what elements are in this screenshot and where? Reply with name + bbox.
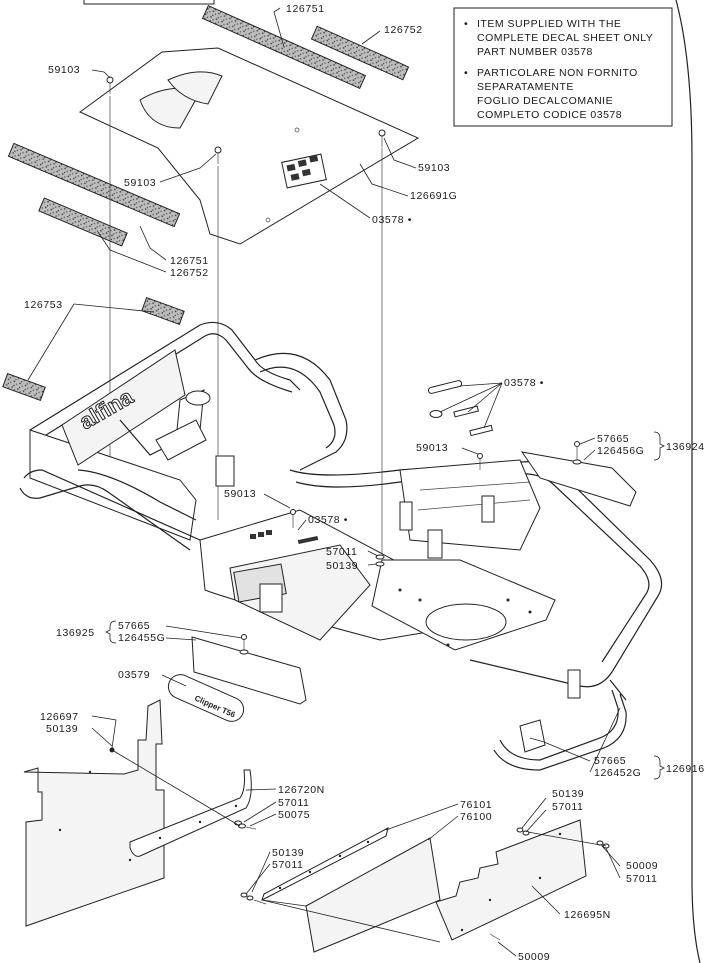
note-en-line2: COMPLETE DECAL SHEET ONLY	[477, 32, 653, 44]
label-50075: 50075	[278, 809, 310, 821]
label-59103-a: 59103	[48, 64, 80, 76]
label-03578-a: 03578 •	[372, 214, 412, 226]
label-126916: 126916	[666, 763, 705, 775]
note-it-line2: SEPARATAMENTE	[477, 81, 574, 93]
note-en-line3: PART NUMBER 03578	[477, 46, 593, 58]
label-50009-a: 50009	[626, 860, 658, 872]
note-en-line1: ITEM SUPPLIED WITH THE	[477, 18, 621, 30]
screw-59013-b	[290, 509, 296, 528]
label-126751-top: 126751	[286, 3, 325, 15]
label-126455G: 126455G	[118, 632, 165, 644]
decal-set-03578	[250, 380, 494, 545]
screw-59103-a	[106, 76, 114, 94]
label-76101: 76101	[460, 799, 492, 811]
page-border-right	[675, 0, 701, 963]
label-126752-top: 126752	[384, 24, 423, 36]
label-126452G: 126452G	[594, 767, 641, 779]
panel-126697	[23, 699, 165, 927]
label-50139-c: 50139	[272, 847, 304, 859]
grip-strip-126752-top	[310, 25, 410, 81]
label-57011-e: 57011	[626, 873, 657, 885]
label-57665-b: 57665	[118, 620, 150, 632]
notes-box: • ITEM SUPPLIED WITH THE COMPLETE DECAL …	[453, 7, 673, 127]
brace-136924	[653, 431, 665, 461]
callout-labels: 126751 126752 59103 59103 59103 126691G …	[24, 3, 705, 963]
label-59103-c: 59103	[418, 162, 450, 174]
label-126456G: 126456G	[597, 445, 644, 457]
brace-136925	[105, 620, 117, 644]
label-50139-d: 50139	[552, 788, 584, 800]
label-57011-c: 57011	[272, 859, 303, 871]
title-block-box	[83, 0, 215, 5]
label-126752-left: 126752	[170, 267, 209, 279]
label-57011-b: 57011	[278, 797, 309, 809]
label-136924: 136924	[666, 441, 705, 453]
grip-pad-126753-left	[2, 372, 46, 402]
label-57011-d: 57011	[552, 801, 583, 813]
label-59103-b: 59103	[124, 177, 156, 189]
panel-76101-76100	[240, 827, 441, 953]
label-126691G: 126691G	[410, 190, 457, 202]
label-50139-a: 50139	[326, 560, 358, 572]
guard-126455G	[191, 634, 307, 705]
screw-59103-b	[214, 146, 222, 164]
label-57011-a: 57011	[326, 546, 357, 558]
note-it-line1: PARTICOLARE NON FORNITO	[477, 67, 638, 79]
label-136925: 136925	[56, 627, 95, 639]
label-59013-a: 59013	[416, 442, 448, 454]
note-it-line4: COMPLETO CODICE 03578	[477, 109, 622, 121]
note-it-line3: FOGLIO DECALCOMANIE	[477, 95, 613, 107]
label-03579: 03579	[118, 669, 150, 681]
panel-126695N	[435, 819, 610, 941]
grip-strip-126751-left	[7, 142, 181, 228]
brace-126916	[653, 755, 665, 780]
grip-strip-126752-left	[38, 197, 128, 247]
floor-plate-126691G	[79, 47, 420, 245]
screw-59103-c	[378, 129, 386, 147]
label-126695N: 126695N	[564, 909, 611, 921]
label-03578-c: 03578 •	[308, 514, 348, 526]
screw-59013-a	[477, 453, 483, 470]
note-bullet-en: •	[464, 18, 468, 30]
grip-pad-126753-right	[141, 296, 185, 326]
label-50139-b: 50139	[46, 723, 78, 735]
label-50009-b: 50009	[518, 951, 550, 963]
label-126720N: 126720N	[278, 784, 325, 796]
label-126751-left: 126751	[170, 255, 209, 267]
label-57665-a: 57665	[597, 433, 629, 445]
guard-126456G	[520, 441, 637, 507]
label-03578-b: 03578 •	[504, 377, 544, 389]
label-126697: 126697	[40, 711, 79, 723]
label-76100: 76100	[460, 811, 492, 823]
washer-50139-a	[375, 561, 385, 567]
label-57665-c: 57665	[594, 755, 626, 767]
leader-lines	[27, 7, 621, 957]
note-bullet-it: •	[464, 67, 468, 79]
label-126753: 126753	[24, 299, 63, 311]
label-59013-b: 59013	[224, 488, 256, 500]
chassis-frame: alfina	[19, 321, 663, 771]
